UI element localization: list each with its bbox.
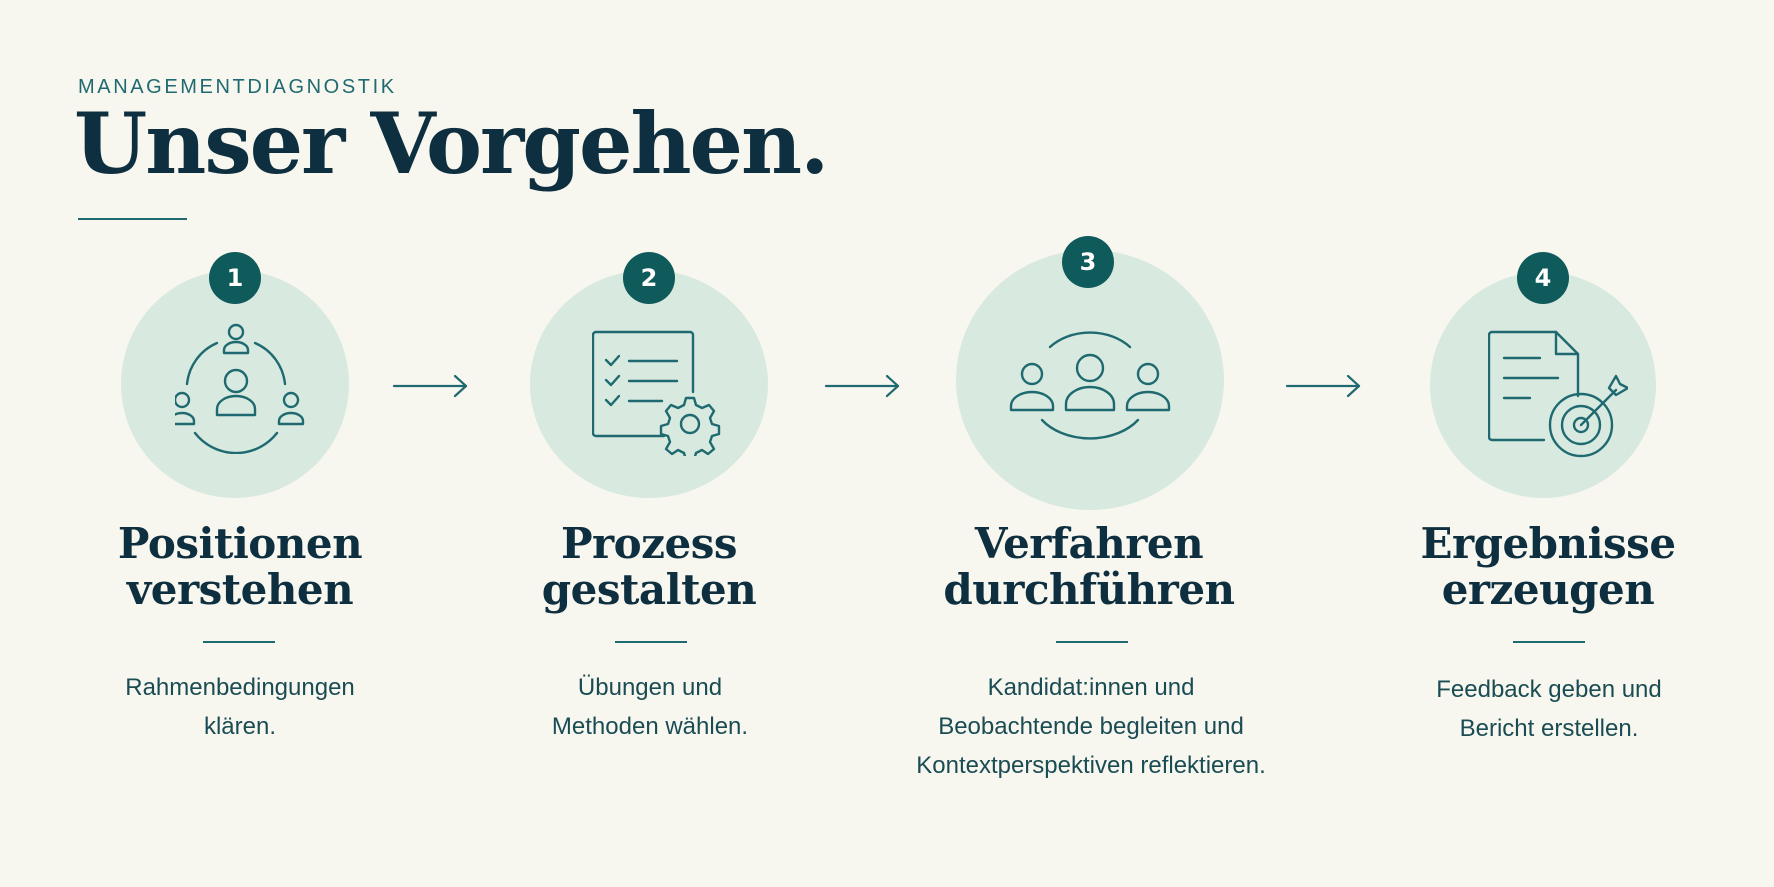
step-description-line: Kontextperspektiven reflektieren. <box>916 752 1266 779</box>
eyebrow-label: MANAGEMENTDIAGNOSTIK <box>78 76 397 98</box>
step-title-line: gestalten <box>541 565 757 614</box>
step-number-badge: 2 <box>623 252 675 304</box>
people-network-icon <box>175 323 305 454</box>
step-divider <box>1513 641 1585 643</box>
step-title-line: Positionen <box>117 519 363 568</box>
step-title-line: erzeugen <box>1441 565 1655 614</box>
step-description-line: klären. <box>203 713 277 740</box>
step-description: Übungen und Methoden wählen. <box>440 668 860 746</box>
step-description-line: Feedback geben und <box>1436 676 1662 703</box>
step-description: Feedback geben und Bericht erstellen. <box>1339 670 1759 748</box>
step-number-badge: 1 <box>209 252 261 304</box>
step-description: Kandidat:innen und Beobachtende begleite… <box>881 668 1301 785</box>
step-divider <box>1056 641 1128 643</box>
title-underline <box>78 218 187 220</box>
step-title: Positionen verstehen <box>60 521 420 613</box>
step-circle <box>530 270 768 498</box>
step-number-badge: 4 <box>1517 252 1569 304</box>
group-cycle-icon <box>1009 331 1171 440</box>
step-divider <box>615 641 687 643</box>
step-description-line: Bericht erstellen. <box>1459 715 1639 742</box>
step-title-line: Ergebnisse <box>1420 519 1676 568</box>
arrow-right-icon <box>1285 374 1361 398</box>
step-title: Prozess gestalten <box>469 521 829 613</box>
step-title-line: Prozess <box>560 519 738 568</box>
report-target-icon <box>1488 330 1628 458</box>
step-description-line: Rahmenbedingungen <box>125 674 355 701</box>
step-title-line: verstehen <box>126 565 354 614</box>
step-title-line: Verfahren <box>974 519 1204 568</box>
step-title: Ergebnisse erzeugen <box>1368 521 1728 613</box>
step-description-line: Kandidat:innen und <box>987 674 1195 701</box>
arrow-right-icon <box>392 374 468 398</box>
step-description-line: Beobachtende begleiten und <box>938 713 1244 740</box>
step-description: Rahmenbedingungen klären. <box>30 668 450 746</box>
checklist-gear-icon <box>592 330 721 456</box>
step-title: Verfahren durchführen <box>909 521 1269 613</box>
step-circle <box>121 270 349 498</box>
page-title: Unser Vorgehen. <box>74 94 829 193</box>
arrow-right-icon <box>824 374 900 398</box>
step-description-line: Übungen und <box>577 674 723 701</box>
step-circle <box>1430 272 1656 498</box>
step-description-line: Methoden wählen. <box>551 713 749 740</box>
step-number-badge: 3 <box>1062 236 1114 288</box>
step-divider <box>203 641 275 643</box>
step-title-line: durchführen <box>943 565 1235 614</box>
